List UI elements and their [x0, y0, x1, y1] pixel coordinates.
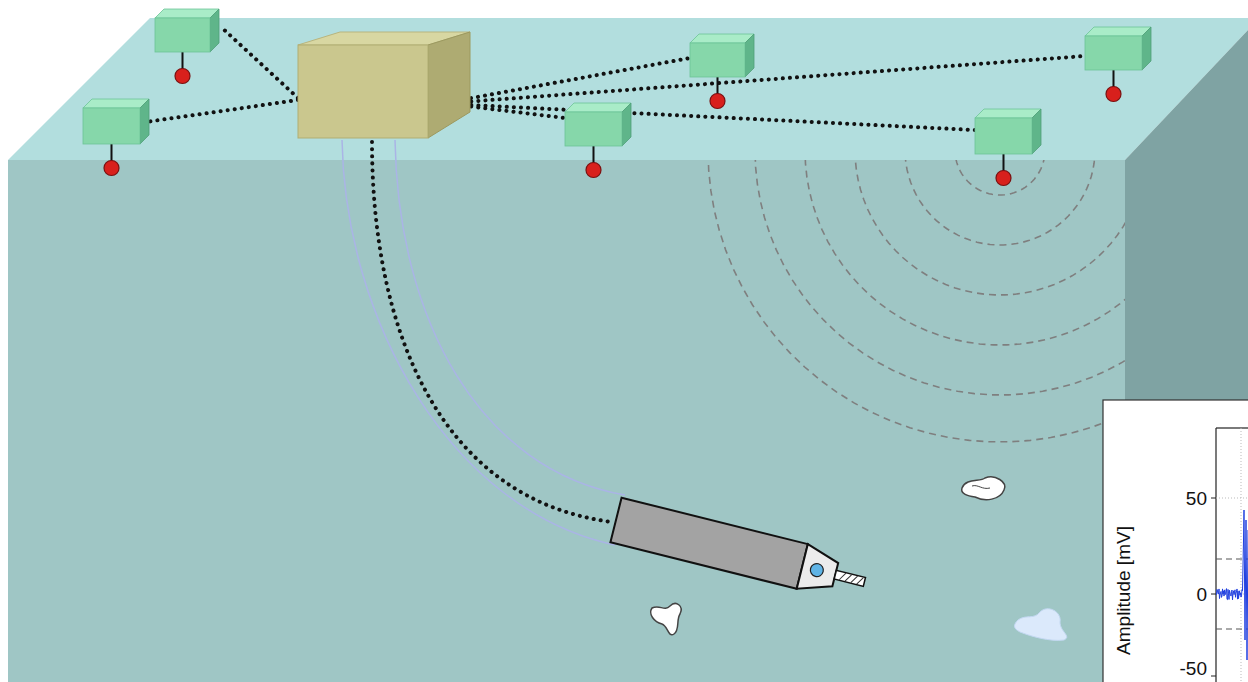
cable	[372, 142, 612, 522]
central-unit	[298, 32, 470, 138]
cable	[450, 56, 1085, 103]
wave-front	[805, 160, 1125, 345]
sensor-station	[975, 109, 1041, 186]
ground-top	[8, 18, 1248, 160]
wave-front	[955, 160, 1045, 195]
cable	[450, 104, 975, 130]
cable	[220, 26, 298, 98]
borehole-wall	[395, 140, 625, 495]
axis-title: Amplitude [mV]	[1113, 526, 1132, 655]
borehole-tool	[610, 498, 870, 605]
sensor-station	[565, 103, 631, 178]
signal-inset	[1103, 400, 1248, 682]
wave-front	[855, 160, 1125, 295]
wave-front	[755, 160, 1125, 395]
ground-front	[8, 160, 1125, 682]
rock	[972, 486, 990, 489]
borehole-wall	[342, 140, 615, 545]
signal-trace	[1216, 510, 1248, 660]
sensor-station	[690, 34, 754, 109]
rock	[651, 604, 681, 635]
wave-front	[708, 160, 1125, 442]
wave-front	[905, 160, 1095, 245]
water-pocket	[1015, 609, 1067, 641]
sensor-station	[155, 9, 219, 84]
wave-fronts	[708, 160, 1125, 442]
cables	[146, 26, 1085, 522]
tick-label: -50	[1180, 659, 1207, 678]
rock	[962, 477, 1005, 500]
sensor-station	[83, 99, 149, 176]
tick-label: 50	[1186, 489, 1207, 508]
sensor-stations	[83, 9, 1151, 186]
cable	[146, 100, 298, 122]
tick-label: 0	[1196, 585, 1207, 604]
sensor-station	[1085, 27, 1151, 102]
